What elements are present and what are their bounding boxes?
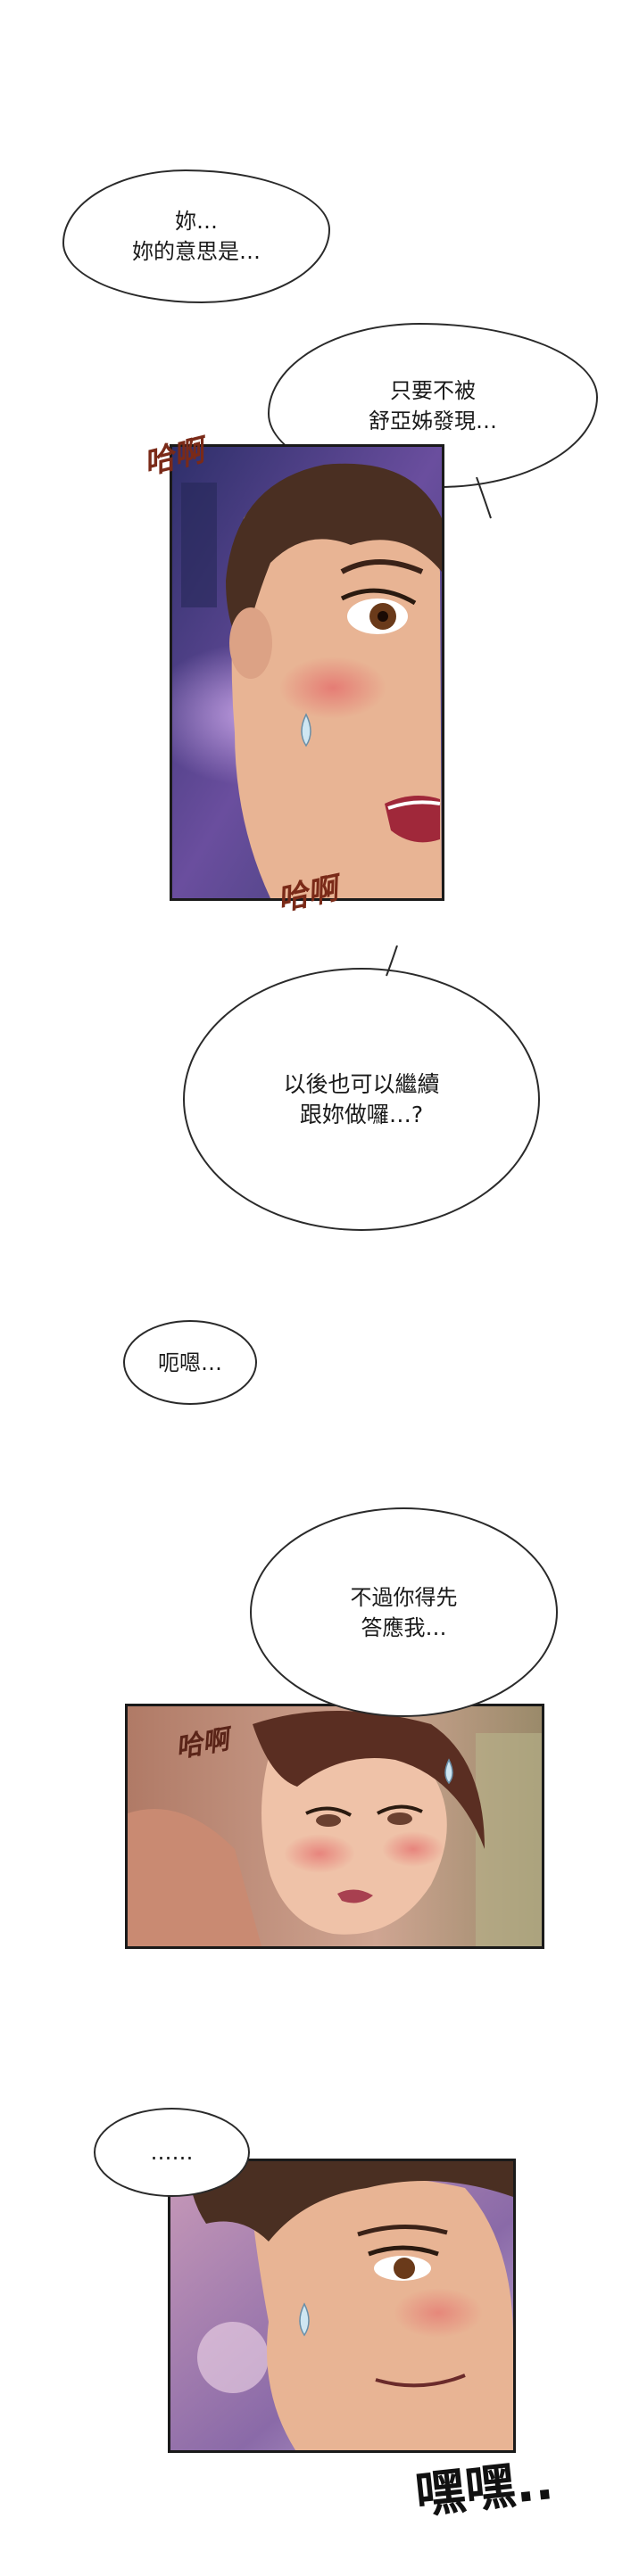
panel-man-art xyxy=(172,447,442,898)
speech-text-2: 只要不被 舒亞姊發現… xyxy=(369,377,497,433)
panel-man-smirking xyxy=(168,2159,516,2453)
speech-text-3: 以後也可以繼續 跟妳做囉…? xyxy=(283,1070,440,1127)
panel-man-sweating xyxy=(170,444,444,901)
speech-text-5: 不過你得先 答應我… xyxy=(350,1584,458,1640)
speech-text-1: 妳… 妳的意思是… xyxy=(132,209,261,264)
speech-tail-3 xyxy=(386,945,398,977)
speech-bubble-6: …… xyxy=(94,2108,250,2197)
sfx-hehe: 嘿嘿.. xyxy=(412,2453,557,2525)
speech-text-6: …… xyxy=(150,2140,194,2165)
speech-bubble-4: 呃嗯… xyxy=(123,1320,257,1405)
speech-tail-2 xyxy=(476,477,492,519)
panel-man-smirk-art xyxy=(170,2161,513,2450)
sfx-panting-3: 哈啊 xyxy=(173,1724,232,1764)
speech-text-4: 呃嗯… xyxy=(158,1350,222,1375)
speech-bubble-3: 以後也可以繼續 跟妳做囉…? xyxy=(183,968,540,1231)
speech-bubble-5: 不過你得先 答應我… xyxy=(250,1507,558,1717)
speech-bubble-1: 妳… 妳的意思是… xyxy=(62,169,330,303)
